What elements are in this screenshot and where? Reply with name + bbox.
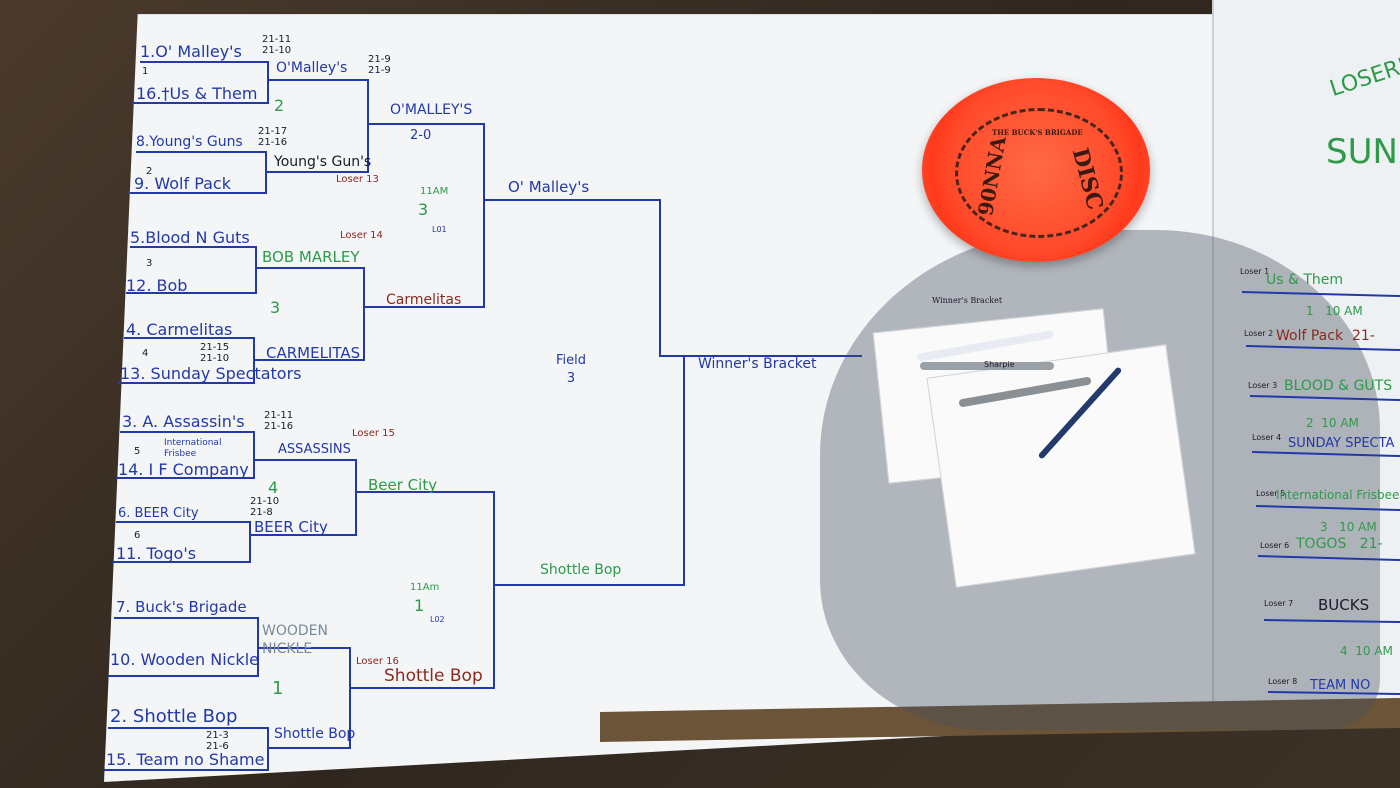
seed-11-label: 11. Togo's bbox=[116, 544, 197, 563]
losers-bracket-board bbox=[1212, 0, 1400, 705]
seed-1-score: 21-11 21-10 bbox=[262, 34, 292, 56]
seed-12-note: 3 bbox=[146, 258, 153, 269]
r2-loser-13: Loser 13 bbox=[336, 174, 379, 185]
r2-wooden-nickle: WOODEN NICKLE bbox=[262, 623, 328, 657]
losers-row-1: Us & Them bbox=[1266, 272, 1344, 288]
losers-row-6: SUNDAY SPECTA bbox=[1288, 436, 1395, 451]
losers-row-7: International Frisbee bbox=[1276, 488, 1400, 502]
r2-omalleys: O'Malley's bbox=[276, 60, 348, 76]
seed-3-label: 3. A. Assassin's bbox=[122, 412, 245, 431]
losers-row-12-tag: Loser 8 bbox=[1268, 677, 1298, 686]
r2-field-4: 4 bbox=[268, 478, 279, 497]
losers-row-2: 1 10 AM bbox=[1306, 304, 1363, 318]
r2-bob-marley: BOB MARLEY bbox=[262, 248, 360, 266]
losers-row-1-tag: Loser 1 bbox=[1240, 267, 1270, 276]
r2-field-1: 1 bbox=[272, 678, 284, 699]
frisbee-ring bbox=[955, 108, 1123, 238]
r3-carmelitas: Carmelitas bbox=[386, 292, 462, 308]
seed-13-label: 13. Sunday Spectators bbox=[120, 364, 302, 383]
losers-row-6-tag: Loser 4 bbox=[1252, 433, 1282, 442]
r2-loser-15: Loser 15 bbox=[352, 428, 395, 439]
seed-13-note: 4 bbox=[142, 348, 149, 359]
losers-row-8: 3 10 AM bbox=[1320, 520, 1377, 534]
seed-13-score: 21-15 21-10 bbox=[200, 342, 230, 364]
r2-loser-16: Loser 16 bbox=[356, 656, 399, 667]
losers-row-4-tag: Loser 3 bbox=[1248, 381, 1278, 390]
r2-shottle-bop: Shottle Bop bbox=[274, 726, 356, 742]
r2-beer-city: BEER City bbox=[254, 518, 328, 536]
seed-9-note: 2 bbox=[146, 166, 153, 177]
winners-bracket-label: Winner's Bracket bbox=[698, 356, 817, 372]
orange-frisbee: THE BUCK'S BRIGADE 90NNA DISC bbox=[922, 78, 1150, 262]
paper-heading: Winner's Bracket bbox=[932, 296, 1003, 305]
semi-top-tag: L01 bbox=[432, 225, 447, 234]
losers-row-4: BLOOD & GUTS bbox=[1284, 378, 1393, 394]
losers-row-10-tag: Loser 7 bbox=[1264, 599, 1294, 608]
seed-10-label: 10. Wooden Nickle bbox=[110, 650, 259, 669]
seed-8-label: 8.Young's Guns bbox=[136, 134, 243, 150]
losers-row-10: BUCKS bbox=[1318, 596, 1370, 614]
seed-15-label: 15. Team no Shame bbox=[106, 750, 265, 769]
seed-14-aside: International Frisbee bbox=[164, 438, 222, 459]
r3-omalleys-record: 2-0 bbox=[410, 128, 432, 143]
losers-row-3-tag: Loser 2 bbox=[1244, 329, 1274, 338]
losers-row-3: Wolf Pack 21- bbox=[1276, 328, 1375, 344]
r2-youngs-guns: Young's Gun's bbox=[274, 154, 372, 170]
losers-row-9-tag: Loser 6 bbox=[1260, 541, 1290, 550]
seed-2-label: 2. Shottle Bop bbox=[110, 706, 238, 727]
final-bottom-team: Shottle Bop bbox=[540, 562, 622, 578]
seed-16-label: 16.†Us & Them bbox=[136, 84, 258, 103]
r3-beer-city: Beer City bbox=[368, 476, 438, 494]
semi-bottom-tag: L02 bbox=[430, 615, 445, 624]
seed-6-score: 21-10 21-8 bbox=[250, 496, 280, 518]
seed-8-score: 21-17 21-16 bbox=[258, 126, 288, 148]
r2-assassins: ASSASSINS bbox=[278, 442, 351, 457]
semi-bottom-field: 1 bbox=[414, 596, 425, 615]
center-field: Field 3 bbox=[556, 353, 587, 386]
r2-omalleys-score: 21-9 21-9 bbox=[368, 54, 391, 76]
losers-row-7-tag: Loser 5 bbox=[1256, 489, 1286, 498]
green-sharpie bbox=[920, 362, 1054, 370]
seed-5-label: 5.Blood N Guts bbox=[130, 228, 250, 247]
r3-shottle-bop: Shottle Bop bbox=[384, 666, 483, 686]
r3-omalleys: O'MALLEY'S bbox=[390, 102, 473, 118]
seed-3-score: 21-11 21-16 bbox=[264, 410, 294, 432]
frisbee-ring-text: THE BUCK'S BRIGADE bbox=[992, 128, 1083, 137]
paper-stack: Winner's Bracket Sharpie bbox=[872, 290, 1196, 588]
seed-16-note: 1 bbox=[142, 66, 149, 77]
seed-6-label: 6. BEER City bbox=[118, 506, 199, 521]
seed-14-note: 5 bbox=[134, 446, 141, 457]
losers-row-12: TEAM NO bbox=[1310, 678, 1371, 693]
seed-4-label: 4. Carmelitas bbox=[126, 320, 233, 339]
r2-carmelitas: CARMELITAS bbox=[266, 344, 361, 362]
losers-row-5: 2 10 AM bbox=[1306, 416, 1359, 430]
r2-field-2: 2 bbox=[274, 96, 285, 115]
r2-field-3: 3 bbox=[270, 298, 281, 317]
seed-7-label: 7. Buck's Brigade bbox=[116, 598, 247, 616]
seed-12-label: 12. Bob bbox=[126, 276, 188, 295]
r2-loser-14: Loser 14 bbox=[340, 230, 383, 241]
semi-bottom-time: 11Am bbox=[410, 582, 440, 593]
seed-9-label: 9. Wolf Pack bbox=[134, 174, 231, 193]
seed-1-label: 1.O' Malley's bbox=[140, 42, 242, 61]
seed-14-label: 14. I F Company bbox=[118, 460, 249, 479]
seed-15-score: 21-3 21-6 bbox=[206, 730, 229, 752]
losers-row-11: 4 10 AM bbox=[1340, 644, 1393, 658]
sharpie-brand: Sharpie bbox=[984, 360, 1015, 369]
losers-subtitle: SUN bbox=[1326, 132, 1398, 172]
losers-row-9: TOGOS 21- bbox=[1296, 536, 1383, 552]
seed-11-note: 6 bbox=[134, 530, 141, 541]
semi-top-time: 11AM bbox=[420, 186, 449, 197]
semi-top-field: 3 bbox=[418, 200, 429, 219]
final-top-team: O' Malley's bbox=[508, 178, 590, 196]
